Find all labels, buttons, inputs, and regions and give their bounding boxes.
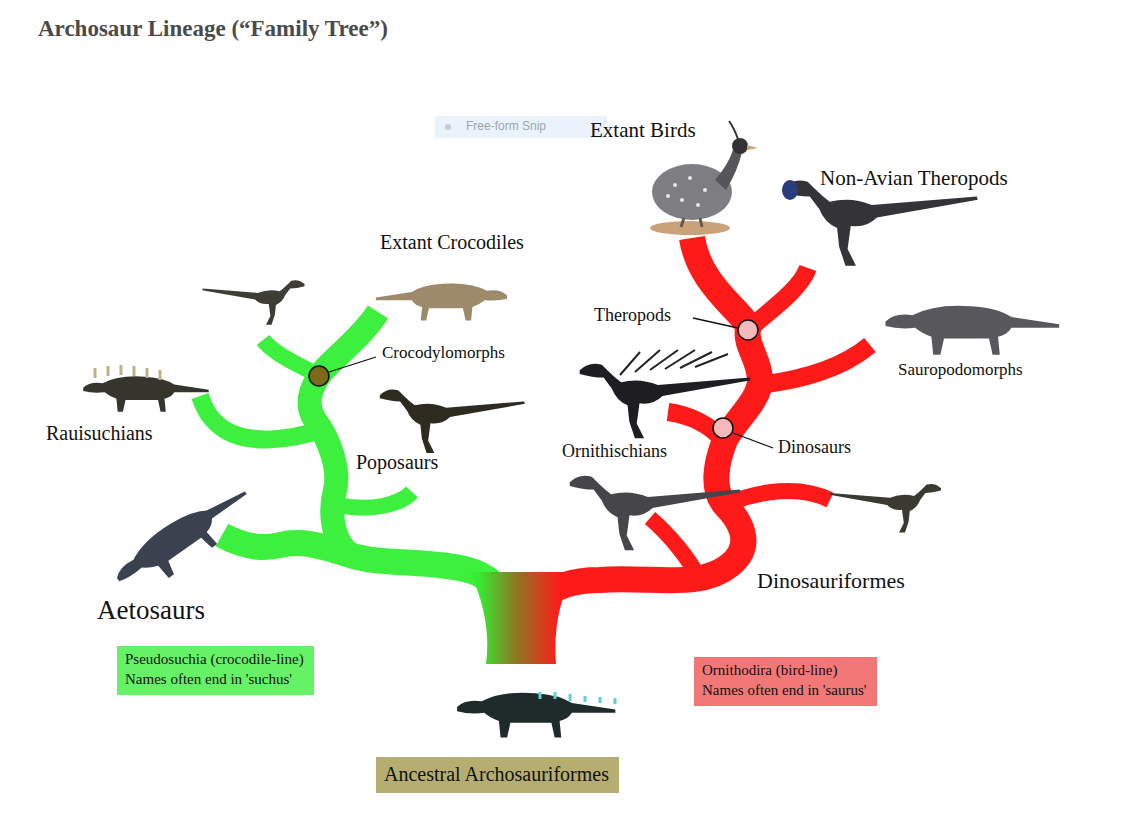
theropod-figure	[783, 181, 978, 266]
branch	[650, 518, 700, 580]
rauisuchian-stripes	[95, 365, 160, 380]
theropod-neck-colour	[782, 180, 798, 200]
crocodylomorph-group	[202, 280, 304, 325]
bird-leg	[681, 218, 684, 227]
ancestral-stripes	[540, 692, 615, 704]
aetosaur-figure	[109, 478, 261, 602]
page-title: Archosaur Lineage (“Family Tree”)	[38, 15, 388, 43]
leader-line	[329, 357, 376, 372]
dinosaur-figure	[829, 484, 941, 533]
bird-spots	[666, 176, 707, 207]
clade-label: Extant Birds	[590, 118, 696, 143]
clade-legend-box: Ornithodira (bird-line)Names often end i…	[694, 657, 877, 706]
box-text: Ancestral Archosauriformes	[384, 761, 611, 787]
red-branches	[540, 238, 870, 600]
bird-leg	[700, 218, 702, 227]
bird-beak	[747, 145, 758, 150]
box-text: Names often end in 'suchus'	[125, 670, 306, 690]
clade-label: Non-Avian Theropods	[820, 166, 1008, 191]
rauisuchian-figure	[83, 376, 208, 411]
clade-node	[309, 366, 329, 386]
trunk	[470, 572, 575, 664]
ancestral-figure	[457, 693, 615, 738]
branch	[540, 238, 760, 600]
clade-label: Sauropodomorphs	[898, 360, 1023, 380]
branch	[338, 492, 412, 508]
clade-label: Rauisuchians	[46, 421, 153, 445]
watermark-dot	[445, 124, 451, 130]
clade-label: Extant Crocodiles	[380, 230, 524, 254]
aetosaur-group	[109, 478, 261, 602]
crocodile-group	[376, 283, 507, 320]
dinosauriform-figure	[570, 476, 741, 551]
sauropodomorph-figure	[886, 306, 1060, 355]
clade-node	[713, 418, 733, 438]
clade-label: Dinosaurs	[778, 437, 851, 459]
branch	[222, 535, 505, 600]
ornithischian-figure	[580, 350, 751, 438]
branch	[748, 268, 808, 330]
bird-body	[652, 164, 732, 220]
rock	[650, 221, 730, 235]
quills	[620, 350, 728, 375]
ornithischian-body	[580, 364, 751, 439]
crocodylomorph-figure	[202, 280, 304, 325]
watermark-panel	[435, 116, 607, 138]
bird-crest	[729, 121, 738, 139]
green-branches	[200, 312, 505, 600]
clade-label: Aetosaurs	[97, 594, 205, 626]
poposaur-figure	[380, 390, 525, 453]
clade-label: Crocodylomorphs	[382, 343, 505, 363]
leader-line	[693, 318, 738, 328]
dinosaur-figure-group	[829, 484, 941, 533]
clade-label: Theropods	[594, 305, 671, 327]
clade-legend-box: Pseudosuchia (crocodile-line)Names often…	[117, 646, 314, 695]
box-text: Names often end in 'saurus'	[702, 681, 869, 701]
clade-node	[738, 320, 758, 340]
clade-label: Ornithischians	[562, 441, 667, 463]
branch	[200, 396, 320, 439]
clade-label: Poposaurs	[356, 450, 438, 474]
ancestor-box: Ancestral Archosauriformes	[376, 757, 619, 793]
leader-line	[733, 433, 773, 448]
crocodile-figure	[376, 283, 507, 320]
watermark-text: Free-form Snip	[466, 119, 546, 133]
bird-neck	[715, 150, 742, 190]
branch	[725, 491, 830, 505]
box-text: Ornithodira (bird-line)	[702, 661, 869, 681]
clade-label: Dinosauriformes	[757, 568, 905, 594]
bird-head	[732, 138, 748, 154]
box-text: Pseudosuchia (crocodile-line)	[125, 650, 306, 670]
branch	[760, 345, 870, 385]
